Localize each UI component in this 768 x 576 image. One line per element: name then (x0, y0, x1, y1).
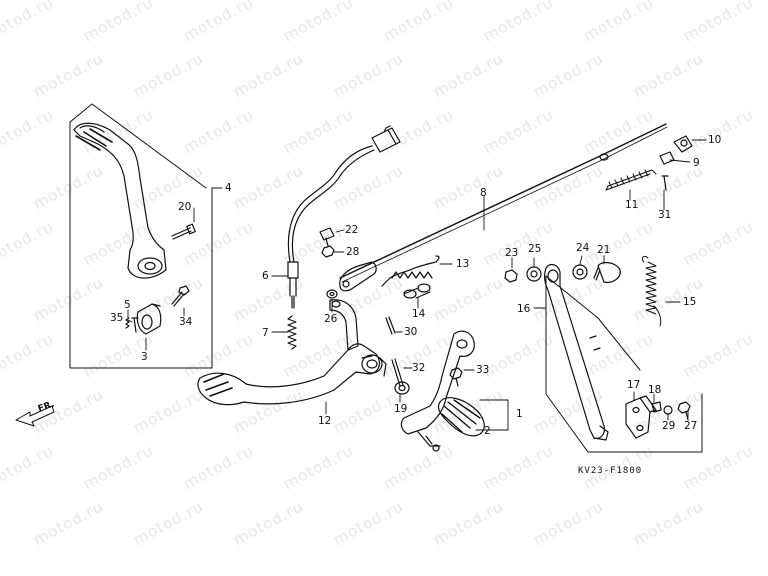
part-label: 24 (576, 242, 590, 254)
part-label: 10 (708, 134, 722, 146)
part-label: 1 (516, 408, 523, 420)
part-label: 20 (178, 201, 192, 213)
part-label: 2 (484, 425, 491, 437)
kick-group-frame (69, 187, 213, 369)
bracket-13-drawing (339, 255, 440, 292)
collar-14-drawing (403, 283, 431, 299)
bolt-22-drawing (319, 227, 335, 247)
bolt-33-drawing (449, 367, 463, 387)
part-label: 32 (412, 362, 426, 374)
part-label: 12 (318, 415, 332, 427)
part-label: 8 (480, 187, 487, 199)
part-label: 16 (517, 303, 531, 315)
kick-joint-drawing (136, 303, 162, 335)
long-rod-8-drawing (339, 123, 668, 283)
part-label: 3 (141, 351, 148, 363)
part-label: 4 (225, 182, 232, 194)
washer-25-drawing (526, 266, 542, 282)
nut-28-drawing (321, 245, 335, 258)
part-label: 15 (683, 296, 697, 308)
washer-19-drawing (394, 381, 410, 395)
part-label: 5 (124, 299, 131, 311)
pin-32-drawing (391, 358, 404, 387)
part-label: 33 (476, 364, 490, 376)
leader-lines (127, 139, 707, 431)
spring-11-drawing (605, 169, 657, 191)
part-label: 25 (528, 243, 542, 255)
part-label: 13 (456, 258, 470, 270)
washer-24-drawing (572, 264, 588, 280)
shift-pedal-12-drawing (197, 299, 387, 406)
part-label: 28 (346, 246, 360, 258)
washer-29-drawing (663, 405, 673, 415)
spring-35-drawing (125, 317, 130, 329)
stand-group-frame-top (545, 275, 641, 371)
part-label: 23 (505, 247, 519, 259)
part-label: 31 (658, 209, 672, 221)
cotter-pin-30-drawing (385, 316, 396, 335)
part-label: 7 (262, 327, 269, 339)
part-label: 9 (693, 157, 700, 169)
bolt-34-drawing (171, 285, 190, 307)
spring-7-drawing (287, 315, 297, 350)
brake-pedal-drawing (400, 330, 485, 452)
diagram-code: KV23-F1800 (578, 466, 643, 476)
part-label: 35 (110, 312, 124, 324)
part-label: 18 (648, 384, 662, 396)
part-label: 27 (684, 420, 698, 432)
kick-group-frame-top (69, 103, 207, 189)
rod-end-drawing (659, 135, 693, 165)
switch-17-drawing (625, 395, 657, 439)
part-label: 29 (662, 420, 676, 432)
bolt-20-drawing (171, 223, 196, 240)
stand-group-frame (545, 275, 703, 453)
kick-starter-arm-drawing (73, 122, 167, 279)
part-label: 21 (597, 244, 611, 256)
front-arrow-icon (15, 405, 55, 427)
part-label: 22 (345, 224, 359, 236)
part-label: 11 (625, 199, 639, 211)
pin-5-drawing (131, 317, 139, 333)
part-label: 19 (394, 403, 408, 415)
shift-cable-drawing (287, 125, 401, 309)
spring-15-drawing (641, 255, 662, 327)
part-label: 26 (324, 313, 338, 325)
part-label: 14 (412, 308, 426, 320)
pin-18-drawing (651, 401, 662, 413)
part-label: 17 (627, 379, 641, 391)
washer-26-drawing (326, 289, 338, 299)
side-stand-drawing (544, 263, 609, 441)
nut-23-drawing (504, 269, 518, 283)
part-label: 6 (262, 270, 269, 282)
pin-31-drawing (661, 175, 669, 191)
bolt-21-drawing (593, 261, 621, 283)
part-label: 30 (404, 326, 418, 338)
part-label: 34 (179, 316, 193, 328)
